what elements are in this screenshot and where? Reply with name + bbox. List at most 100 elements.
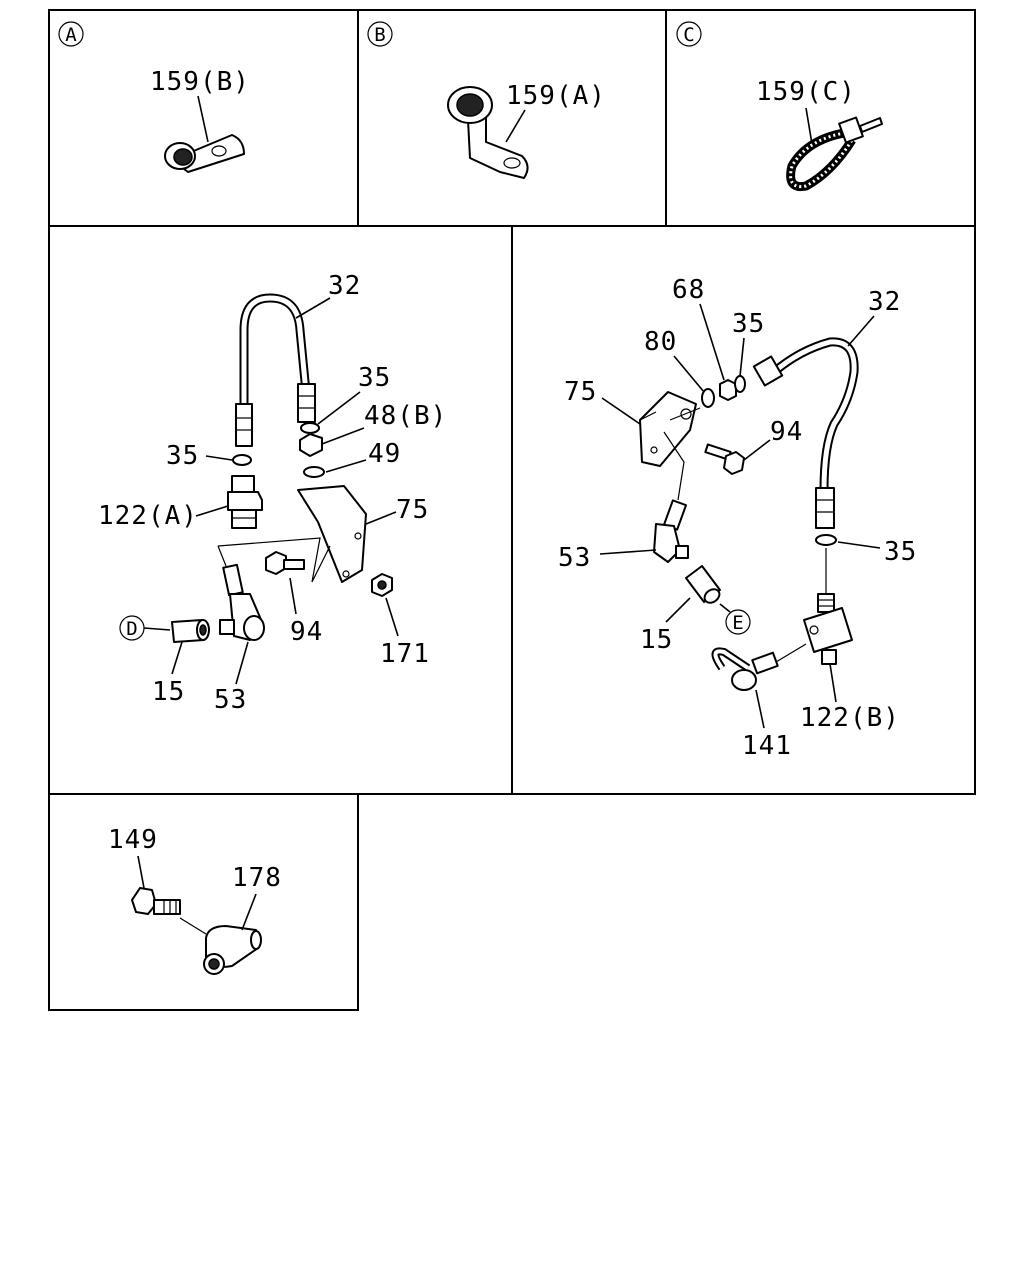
label-122b: 122(B) <box>800 703 900 733</box>
bleeder-141 <box>711 643 807 691</box>
top-row-frame <box>48 9 976 227</box>
alignment-line-right-b <box>663 431 685 501</box>
leader-48b <box>321 427 365 445</box>
panel-b-marker-letter: B <box>374 24 385 46</box>
leader-94-left <box>289 577 297 615</box>
p-clip-part <box>164 134 245 173</box>
label-15-right: 15 <box>640 625 673 655</box>
leader-94-right <box>743 439 771 461</box>
leader-35-top <box>317 391 361 425</box>
label-122a: 122(A) <box>98 501 198 531</box>
washer-35-right-top <box>734 375 746 393</box>
label-53-right: 53 <box>558 543 591 573</box>
label-75-right: 75 <box>564 377 597 407</box>
leader-75-left <box>365 511 397 525</box>
nut-48b <box>299 433 323 457</box>
brake-hose-left <box>235 293 316 447</box>
cap-15-left <box>171 619 210 643</box>
leader-159b <box>197 95 209 143</box>
leader-75-right <box>601 397 641 425</box>
label-35-right: 35 <box>884 537 917 567</box>
panel-c: C 159(C) <box>676 21 883 192</box>
washer-35-right <box>815 534 837 546</box>
nut-68 <box>719 379 737 401</box>
panel-c-marker-letter: C <box>683 24 694 46</box>
bracket-75-right <box>639 391 697 467</box>
alignment-line-right-a <box>669 407 701 421</box>
leader-171 <box>385 597 399 637</box>
bolt-149 <box>131 887 181 915</box>
leader-122a <box>195 505 229 517</box>
leader-15-left <box>171 641 183 675</box>
label-48b: 48(B) <box>364 401 447 431</box>
label-178: 178 <box>232 863 282 893</box>
label-159c: 159(C) <box>756 77 856 107</box>
leader-80 <box>673 355 705 393</box>
label-141: 141 <box>742 731 792 761</box>
alignment-line-left <box>217 537 331 583</box>
union-178 <box>203 925 262 975</box>
label-35-top: 35 <box>358 363 391 393</box>
label-94-right: 94 <box>770 417 803 447</box>
panel-b: B 159(A) <box>367 21 606 179</box>
left-panel: 32 35 48(B) 49 35 122(A) 75 <box>98 271 447 715</box>
marker-d-letter: D <box>126 618 137 640</box>
panel-a-marker-letter: A <box>65 24 77 46</box>
bracket-clip-part <box>447 86 529 179</box>
leader-159c <box>805 107 813 145</box>
leader-149 <box>137 855 145 889</box>
label-68: 68 <box>672 275 705 305</box>
flange-nut-171 <box>371 573 393 597</box>
leader-141 <box>755 689 765 729</box>
label-80: 80 <box>644 327 677 357</box>
leader-49 <box>325 459 367 473</box>
label-171: 171 <box>380 639 430 669</box>
label-32-left: 32 <box>328 271 361 301</box>
marker-e: E <box>719 603 751 635</box>
cap-15-right <box>685 565 721 604</box>
elbow-53-right <box>653 499 689 563</box>
leader-32-right <box>847 315 875 347</box>
leader-32-left <box>295 297 331 319</box>
alignment-line-bottom <box>179 917 207 935</box>
label-53-left: 53 <box>214 685 247 715</box>
label-75-left: 75 <box>396 495 429 525</box>
washer-35-top <box>300 422 320 434</box>
leader-68 <box>699 303 725 381</box>
washer-35-left <box>232 454 252 466</box>
leader-159a <box>505 109 526 143</box>
panel-c-marker: C <box>676 21 702 47</box>
lock-washer-49 <box>303 466 325 478</box>
leader-122b <box>829 663 837 703</box>
leader-15-right <box>665 597 691 623</box>
washer-80 <box>701 388 715 408</box>
panel-b-marker: B <box>367 21 393 47</box>
bottom-panel: 149 178 <box>108 825 282 975</box>
leader-35-right-top <box>739 337 745 377</box>
label-94-left: 94 <box>290 617 323 647</box>
bolt-94-right <box>704 443 745 475</box>
leader-53-left <box>235 641 249 685</box>
right-panel: 32 68 80 35 75 94 35 <box>558 275 917 761</box>
tee-122b <box>803 548 853 665</box>
marker-e-letter: E <box>732 612 743 634</box>
label-35-right-top: 35 <box>732 309 765 339</box>
elbow-53-left <box>217 545 265 641</box>
connector-122a <box>227 475 263 529</box>
label-32-right: 32 <box>868 287 901 317</box>
leader-178 <box>241 893 257 931</box>
label-35-left: 35 <box>166 441 199 471</box>
label-159a: 159(A) <box>506 81 606 111</box>
panel-a: A 159(B) <box>58 21 249 173</box>
bolt-94-left <box>265 551 305 575</box>
label-15-left: 15 <box>152 677 185 707</box>
panel-a-marker: A <box>58 21 84 47</box>
label-49: 49 <box>368 439 401 469</box>
leader-53-right <box>599 549 657 555</box>
bottom-panel-frame <box>48 793 359 1011</box>
bracket-75-left <box>297 485 367 583</box>
leader-35-left <box>205 455 233 461</box>
panel-frames <box>48 9 976 1011</box>
marker-d: D <box>119 615 171 641</box>
